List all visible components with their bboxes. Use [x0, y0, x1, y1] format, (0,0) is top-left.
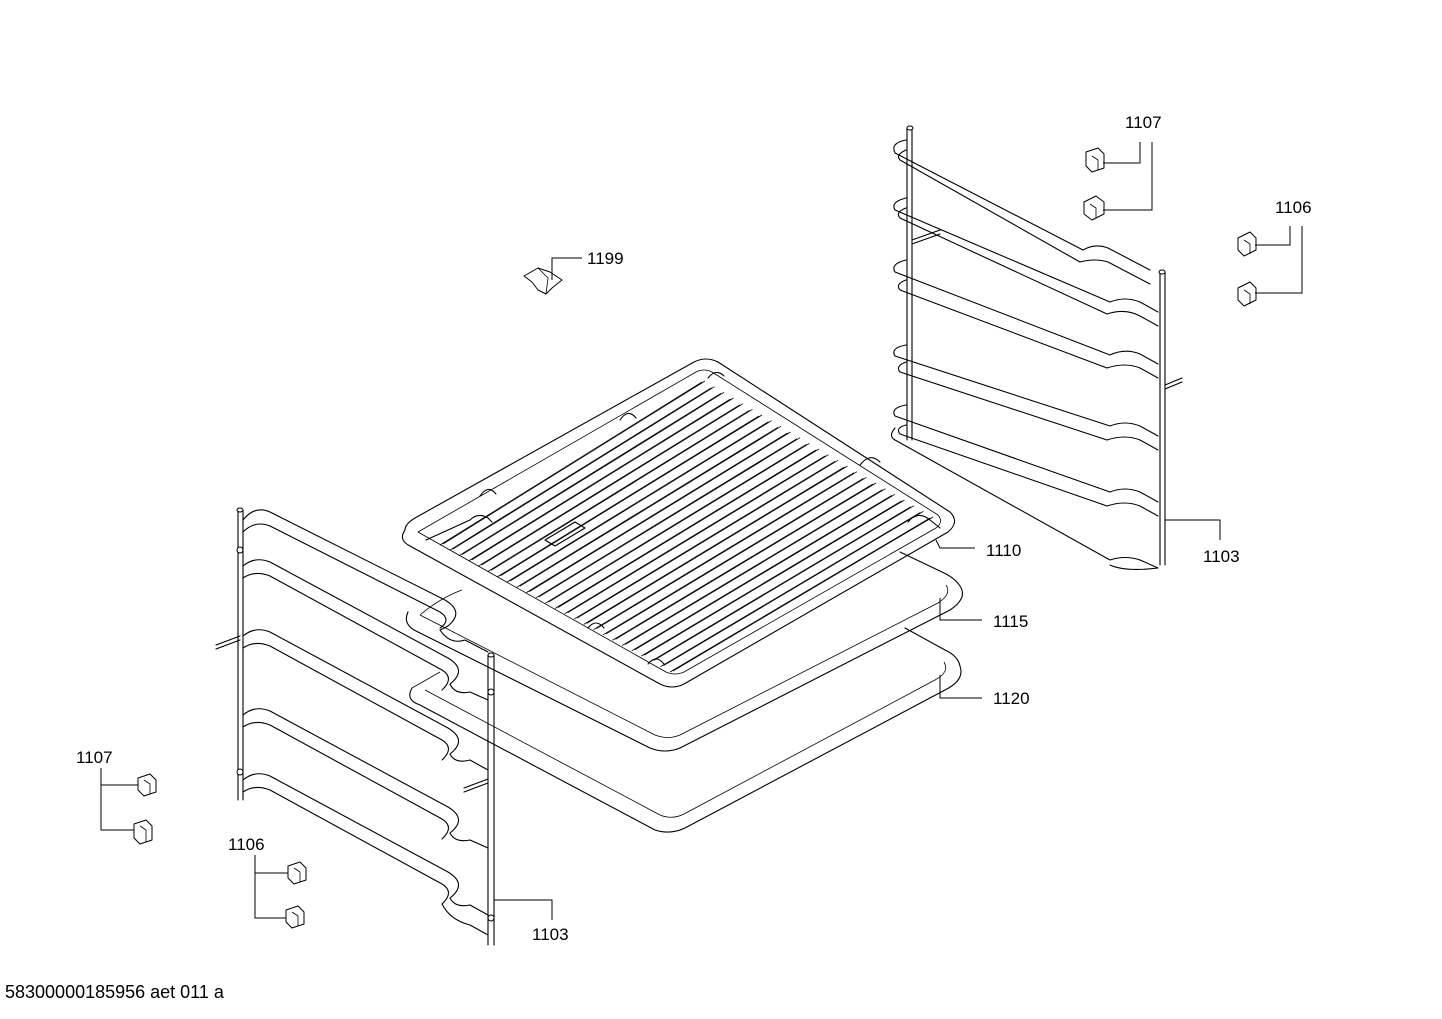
rack-bar: [624, 488, 886, 645]
clip-1106-top-b[interactable]: [1237, 281, 1257, 307]
clip-1107-left-a[interactable]: [137, 773, 157, 797]
rack-bar: [650, 506, 912, 662]
rack-bar: [548, 442, 810, 603]
right-shelf-rail[interactable]: [890, 125, 1183, 571]
rack-bar: [461, 391, 725, 555]
rack-bar: [471, 397, 734, 561]
rack-bar: [672, 516, 934, 672]
leader-lines: [100, 142, 1303, 920]
rack-bar: [634, 493, 896, 651]
rack-bar: [516, 426, 779, 588]
rack-bar: [605, 476, 867, 635]
clip-1107-top-b[interactable]: [1083, 195, 1105, 221]
rack-bar: [653, 505, 915, 661]
rack-bar: [663, 510, 924, 667]
rack-bar: [468, 398, 731, 562]
clip-1106-top-a[interactable]: [1237, 231, 1257, 257]
rack-bar: [583, 466, 845, 625]
label-1115: 1115: [993, 612, 1028, 631]
rack-bar: [490, 408, 753, 571]
label-1199: 1199: [587, 249, 624, 268]
rack-bar: [526, 432, 788, 593]
rack-bar: [449, 387, 712, 551]
rack-bar: [573, 460, 836, 620]
deep-tray[interactable]: [409, 627, 962, 833]
rack-bar: [669, 517, 931, 673]
rack-bar: [458, 392, 722, 556]
diagram-id: 58300000185956 aet 011 a: [5, 982, 225, 1002]
rack-bar: [631, 494, 893, 652]
label-1106-bottom: 1106: [228, 835, 265, 854]
rack-bar: [557, 448, 820, 608]
rack-bar: [452, 386, 715, 550]
left-shelf-rail[interactable]: [215, 507, 495, 946]
rack-bar: [567, 454, 829, 614]
oven-rack[interactable]: [401, 358, 956, 688]
rack-bar: [481, 403, 744, 566]
rack-bar: [596, 471, 858, 630]
rack-bar: [554, 449, 817, 609]
rack-bar: [506, 421, 769, 583]
rack-bar: [586, 465, 848, 624]
clip-1107-top-a[interactable]: [1085, 147, 1105, 173]
label-1107-top: 1107: [1125, 113, 1162, 132]
label-1107-left: 1107: [76, 748, 113, 767]
flat-tray[interactable]: [405, 551, 963, 752]
rack-bar: [442, 380, 706, 545]
clip-1106-bottom-b[interactable]: [285, 905, 305, 929]
rack-bar: [660, 511, 921, 668]
rack-bar: [612, 483, 874, 641]
rack-bar: [621, 489, 883, 646]
rack-bar: [478, 404, 741, 567]
rack-bar: [439, 381, 703, 546]
clip-1106-bottom-a[interactable]: [287, 861, 307, 885]
label-1110: 1110: [986, 541, 1021, 560]
rack-bar: [535, 438, 798, 599]
rack-bar: [593, 472, 855, 631]
rack-bar: [602, 477, 864, 636]
rack-bar: [538, 437, 801, 598]
label-1120: 1120: [993, 689, 1030, 708]
rack-bar: [564, 455, 826, 615]
rack-bar: [644, 499, 905, 656]
rack-bar: [509, 420, 772, 582]
rack-bar: [576, 459, 839, 619]
rack-bar: [615, 482, 877, 640]
clip-1107-left-b[interactable]: [133, 819, 153, 845]
rack-bar: [500, 414, 763, 577]
rack-bar: [519, 425, 782, 587]
rack-bar: [487, 409, 750, 572]
label-1103-left: 1103: [532, 925, 569, 944]
rack-bar: [497, 415, 760, 578]
rack-bar: [641, 500, 902, 657]
label-1103-right: 1103: [1203, 547, 1240, 566]
label-1106-top: 1106: [1275, 198, 1312, 217]
rack-bar: [545, 443, 807, 604]
rack-bar: [529, 431, 791, 592]
clip-1199-part[interactable]: [523, 267, 563, 295]
